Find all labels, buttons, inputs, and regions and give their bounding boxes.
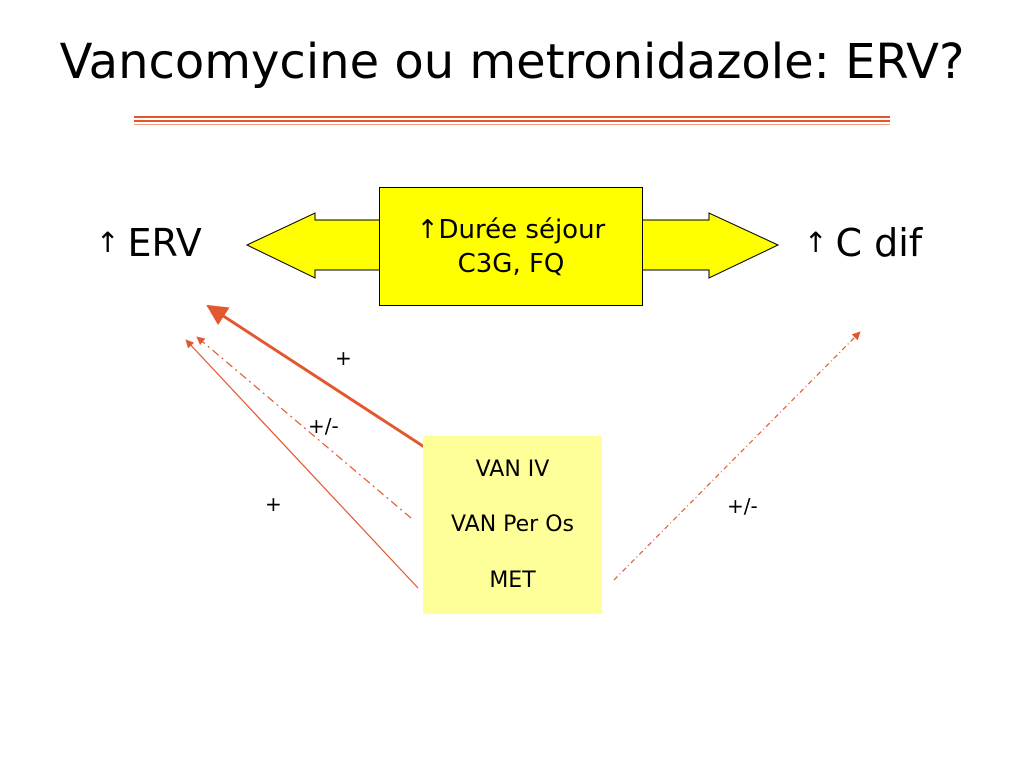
edge-label-van-per-os: +/- [308,414,339,438]
title-underline [134,116,890,118]
arrow-van-per-os-to-erv [196,336,412,519]
center-box-line2: C3G, FQ [457,248,565,279]
slide-title: Vancomycine ou metronidazole: ERV? [59,34,965,90]
arrow-van-iv-to-erv [206,304,433,454]
title-underline [134,124,890,125]
up-arrow-icon: ↑ [96,226,120,259]
erv-text: ERV [127,221,202,265]
double-arrow-left [245,212,382,279]
edge-label-cdif: +/- [727,494,758,518]
erv-label: ↑ ERV [96,218,202,268]
drug-met: MET [489,567,536,593]
cdif-text: C dif [835,221,923,265]
drug-van-per-os: VAN Per Os [451,512,574,538]
drug-box: VAN IV VAN Per Os MET [423,436,602,614]
edge-label-met: + [265,492,282,516]
drug-van-iv: VAN IV [475,457,550,483]
arrow-drugs-to-cdif [613,331,861,581]
title-underline [134,120,890,122]
duree-sejour-text: Durée séjour [438,214,606,245]
cdif-label: ↑ C dif [804,218,922,268]
center-box-line1: ↑Durée séjour [417,213,606,247]
double-arrow-right [641,212,780,279]
arrow-met-to-erv [185,339,419,589]
center-box: ↑Durée séjour C3G, FQ [379,187,643,306]
edge-label-van-iv: + [335,346,352,370]
up-arrow-icon: ↑ [804,226,828,259]
up-arrow-icon: ↑ [416,214,439,245]
